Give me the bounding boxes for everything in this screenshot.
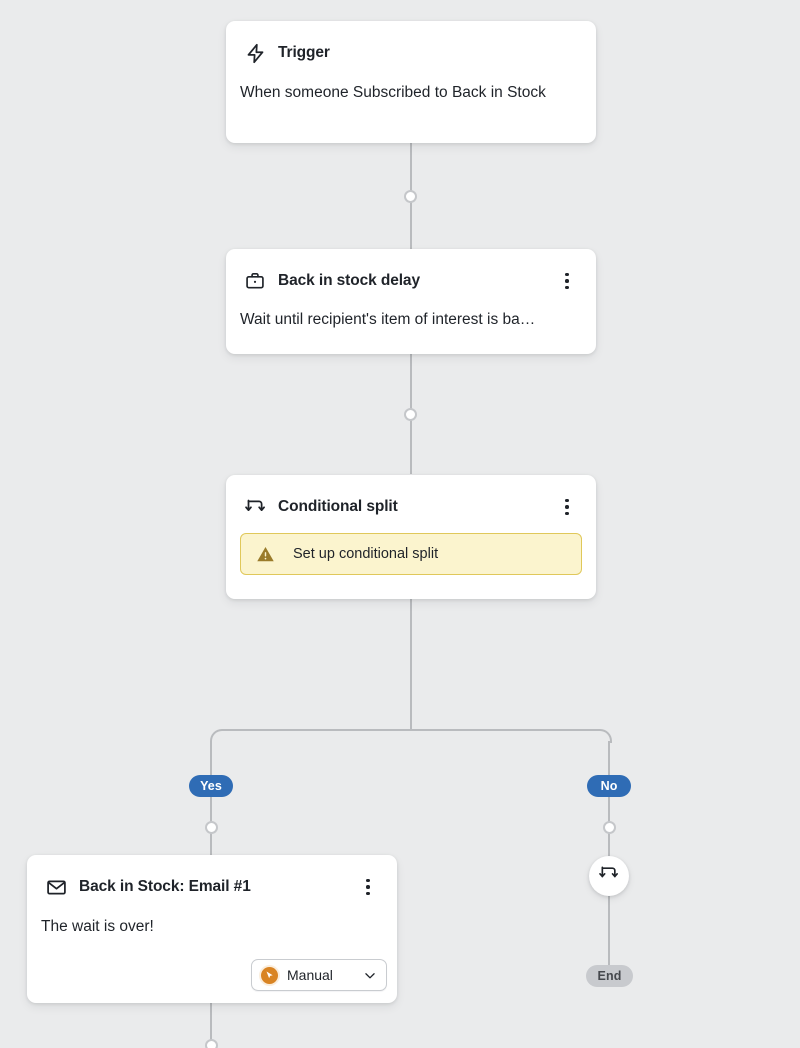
branch-label-yes[interactable]: Yes	[189, 775, 233, 797]
trigger-header: Trigger	[226, 21, 596, 69]
split-branch-icon	[244, 496, 266, 518]
connector-circle-to-end	[608, 895, 610, 965]
delay-body: Wait until recipient's item of interest …	[240, 311, 536, 328]
conditional-split-title: Conditional split	[278, 498, 398, 515]
branch-end-text: End	[597, 969, 622, 983]
warning-triangle-icon	[255, 544, 275, 564]
connector-dot-no[interactable]	[603, 821, 616, 834]
delay-title: Back in stock delay	[278, 272, 420, 289]
trigger-body: When someone Subscribed to Back in Stock	[240, 84, 546, 101]
conditional-split-warning[interactable]: Set up conditional split	[240, 533, 582, 575]
kebab-menu-icon[interactable]	[357, 876, 379, 898]
delay-header: Back in stock delay	[226, 249, 596, 297]
node-trigger[interactable]: Trigger When someone Subscribed to Back …	[226, 21, 596, 143]
email-body: The wait is over!	[41, 918, 154, 935]
chevron-down-icon[interactable]	[363, 968, 377, 982]
branch-label-end[interactable]: End	[586, 965, 633, 987]
branch-yes-text: Yes	[200, 779, 222, 793]
branch-corner-left	[210, 729, 224, 743]
connector-dot-1[interactable]	[404, 190, 417, 203]
email-header: Back in Stock: Email #1	[27, 855, 397, 903]
trigger-title: Trigger	[278, 44, 330, 61]
node-conditional-split[interactable]: Conditional split Set up conditional spl…	[226, 475, 596, 599]
connector-split-to-branch	[410, 599, 412, 730]
envelope-icon	[45, 876, 67, 898]
connector-no-branch	[608, 741, 610, 861]
conditional-split-header: Conditional split	[226, 475, 596, 523]
branch-no-text: No	[600, 779, 618, 793]
kebab-menu-icon[interactable]	[556, 496, 578, 518]
split-branch-icon	[599, 864, 619, 889]
node-email[interactable]: Back in Stock: Email #1 The wait is over…	[27, 855, 397, 1003]
kebab-menu-icon[interactable]	[556, 270, 578, 292]
connector-email-to-bottom	[210, 1003, 212, 1045]
node-back-in-stock-delay[interactable]: Back in stock delay Wait until recipient…	[226, 249, 596, 354]
briefcase-icon	[244, 270, 266, 292]
email-title: Back in Stock: Email #1	[79, 878, 251, 895]
branch-label-no[interactable]: No	[587, 775, 631, 797]
connector-dot-2[interactable]	[404, 408, 417, 421]
branch-horizontal-line	[223, 729, 598, 731]
connector-dot-yes[interactable]	[205, 821, 218, 834]
lightning-bolt-icon	[244, 42, 266, 64]
conditional-split-warning-text: Set up conditional split	[293, 546, 439, 562]
cursor-pointer-icon	[261, 966, 278, 984]
email-send-mode-label: Manual	[287, 967, 333, 983]
branch-corner-right	[598, 729, 612, 743]
node-no-branch-split[interactable]	[589, 856, 629, 896]
connector-yes-branch	[210, 741, 212, 861]
connector-dot-bottom[interactable]	[205, 1039, 218, 1048]
email-send-mode-select[interactable]: Manual	[251, 959, 387, 991]
